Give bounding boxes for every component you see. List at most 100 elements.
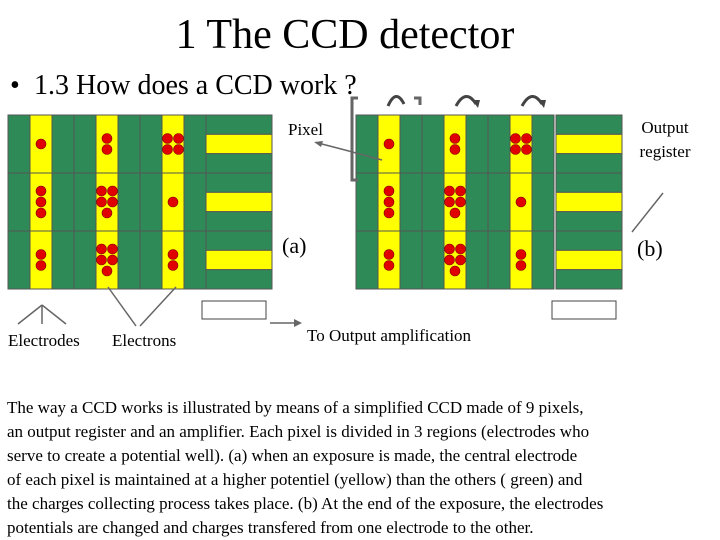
electron (173, 144, 184, 155)
annotation-lines (17, 95, 664, 327)
panel-a-label: (a) (282, 233, 307, 258)
electrode-low (7, 172, 31, 232)
electron (35, 207, 47, 219)
electron (101, 265, 113, 277)
electron (107, 243, 118, 255)
electrode-low (421, 230, 445, 290)
description-line: an output register and an amplifier. Eac… (7, 422, 590, 441)
electron (444, 254, 455, 266)
electrode-low (487, 114, 511, 174)
electrode-high (161, 114, 185, 174)
panel-b-label: (b) (637, 236, 663, 261)
electron (455, 243, 466, 255)
electrode-low (7, 114, 31, 174)
electrode-low (139, 172, 163, 232)
register-electrode-low (555, 230, 623, 251)
electron (107, 254, 118, 266)
electrode-high (509, 114, 533, 174)
electrode-low (399, 114, 423, 174)
electrodes-label: Electrodes (8, 331, 80, 350)
register-electrode-low (555, 172, 623, 193)
electrons-label: Electrons (112, 331, 177, 350)
electron (35, 260, 47, 271)
electrode-low (465, 230, 489, 290)
register-electrode-high (205, 249, 273, 271)
electrode-low (51, 172, 75, 232)
electrode-low (139, 230, 163, 290)
electron (510, 144, 521, 155)
register-electrode-low (205, 269, 273, 290)
electrode-low (183, 114, 207, 174)
electron (107, 185, 118, 197)
electron (96, 243, 107, 255)
electrode-low (399, 172, 423, 232)
electrode-low (531, 230, 555, 290)
electrode-low (117, 114, 141, 174)
electrode-low (73, 172, 97, 232)
electron (515, 260, 527, 271)
electrodes-pointer-3 (41, 304, 67, 325)
electron (515, 196, 527, 208)
electrode-high (443, 114, 467, 174)
register-electrode-high (555, 249, 623, 271)
pixel-bracket-right (414, 96, 422, 105)
electrode-low (355, 172, 379, 232)
electron (173, 133, 184, 144)
electron (35, 249, 47, 260)
output-register-a (201, 114, 273, 320)
electrode-low (355, 230, 379, 290)
slide-subtitle: •1.3 How does a CCD work ? (10, 70, 357, 102)
electron (101, 133, 113, 144)
electron (35, 185, 47, 197)
register-electrode-low (205, 230, 273, 251)
electrode-low (421, 172, 445, 232)
pixel-pointer-line (317, 142, 346, 151)
to-output-label: To Output amplification (307, 326, 472, 345)
electron (101, 144, 113, 155)
electrode-high (377, 230, 401, 290)
electrode-low (139, 114, 163, 174)
electron (383, 185, 395, 197)
description-line: the charges collecting process takes pla… (7, 494, 604, 513)
pixel-pointer-arrowhead (314, 141, 323, 147)
electron (383, 196, 395, 208)
transfer-arrowhead-3 (538, 100, 546, 108)
electron (167, 196, 179, 208)
register-electrode-low (205, 114, 273, 135)
subtitle-text: 1.3 How does a CCD work ? (34, 70, 357, 101)
electrode-low (117, 172, 141, 232)
register-electrode-high (555, 191, 623, 213)
electrode-low (51, 230, 75, 290)
register-electrode-low (555, 269, 623, 290)
electron (96, 254, 107, 266)
electrode-low (531, 114, 555, 174)
electrode-low (465, 114, 489, 174)
slide-title: 1 The CCD detector (175, 12, 515, 58)
ccd-panel-a (7, 114, 207, 290)
description-line: serve to create a potential well). (a) w… (7, 446, 578, 465)
electron (449, 207, 461, 219)
electron (444, 243, 455, 255)
to-output-arrowhead (294, 319, 302, 327)
transfer-arrow-1 (386, 95, 406, 107)
electron (107, 196, 118, 208)
electron (515, 249, 527, 260)
electron (383, 260, 395, 271)
electron (167, 249, 179, 260)
ccd-panel-b (355, 114, 555, 290)
electrode-low (531, 172, 555, 232)
output-register-label-line1: Output (641, 118, 689, 137)
electrode-high (95, 114, 119, 174)
description-line: The way a CCD works is illustrated by me… (7, 398, 584, 417)
electron (96, 185, 107, 197)
electron (383, 249, 395, 260)
electrode-low (51, 114, 75, 174)
electrode-high (161, 230, 185, 290)
register-electrode-low (555, 153, 623, 174)
description-line: of each pixel is maintained at a higher … (7, 470, 583, 489)
register-pointer-line (631, 192, 664, 233)
electron (449, 265, 461, 277)
output-register-label-line2: register (639, 142, 691, 161)
electrodes-pointer-1 (17, 304, 43, 325)
electrode-low (355, 114, 379, 174)
